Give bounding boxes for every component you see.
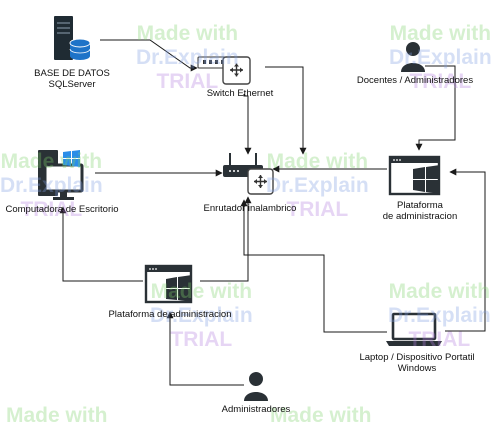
admins-label: Administradores <box>221 404 291 415</box>
connector-switch-router <box>243 94 252 155</box>
laptop-label-line2: Windows <box>397 363 437 374</box>
desktop-label: Computadora de Escritorio <box>5 204 119 215</box>
platform-bottom-label: Plataforma de administracion <box>108 309 232 320</box>
laptop-label: Laptop / Dispositivo Portatil Windows <box>348 352 486 374</box>
connector-switch-right <box>265 66 307 155</box>
database-server-icon <box>54 16 91 60</box>
switch-label: Switch Ethernet <box>206 88 274 99</box>
docentes-label: Docentes / Administradores <box>356 75 474 86</box>
platform-right-label-line2: de administracion <box>382 211 458 222</box>
platform-right-label-line1: Plataforma <box>397 200 443 211</box>
connector-platformbottom-desktop <box>59 206 143 282</box>
ethernet-switch-icon <box>197 56 251 85</box>
connector-laptop-platform <box>445 168 486 332</box>
browser-window-icon-bottom <box>144 264 193 304</box>
database-label-line1: BASE DE DATOS <box>34 68 110 79</box>
connector-laptop-router <box>240 199 387 333</box>
user-icon-admins <box>244 372 268 401</box>
connector-platformbottom-router <box>200 196 252 282</box>
browser-window-icon <box>388 155 441 196</box>
platform-right-label: Plataforma de administracion <box>365 200 475 222</box>
router-label: Enrutador inalambrico <box>203 203 297 214</box>
user-icon <box>401 42 425 72</box>
connector-docentes-platform <box>415 65 456 151</box>
wireless-router-icon <box>223 153 274 195</box>
desktop-computer-icon <box>38 150 84 200</box>
laptop-label-line1: Laptop / Dispositivo Portatil <box>359 352 475 363</box>
laptop-icon <box>386 312 442 346</box>
network-diagram <box>38 16 486 401</box>
connector-db-switch <box>100 39 198 72</box>
database-label-line2: SQLServer <box>48 79 96 90</box>
connector-admins-platformbottom <box>166 311 244 386</box>
connectors <box>59 39 486 386</box>
database-label: BASE DE DATOS SQLServer <box>22 68 122 90</box>
